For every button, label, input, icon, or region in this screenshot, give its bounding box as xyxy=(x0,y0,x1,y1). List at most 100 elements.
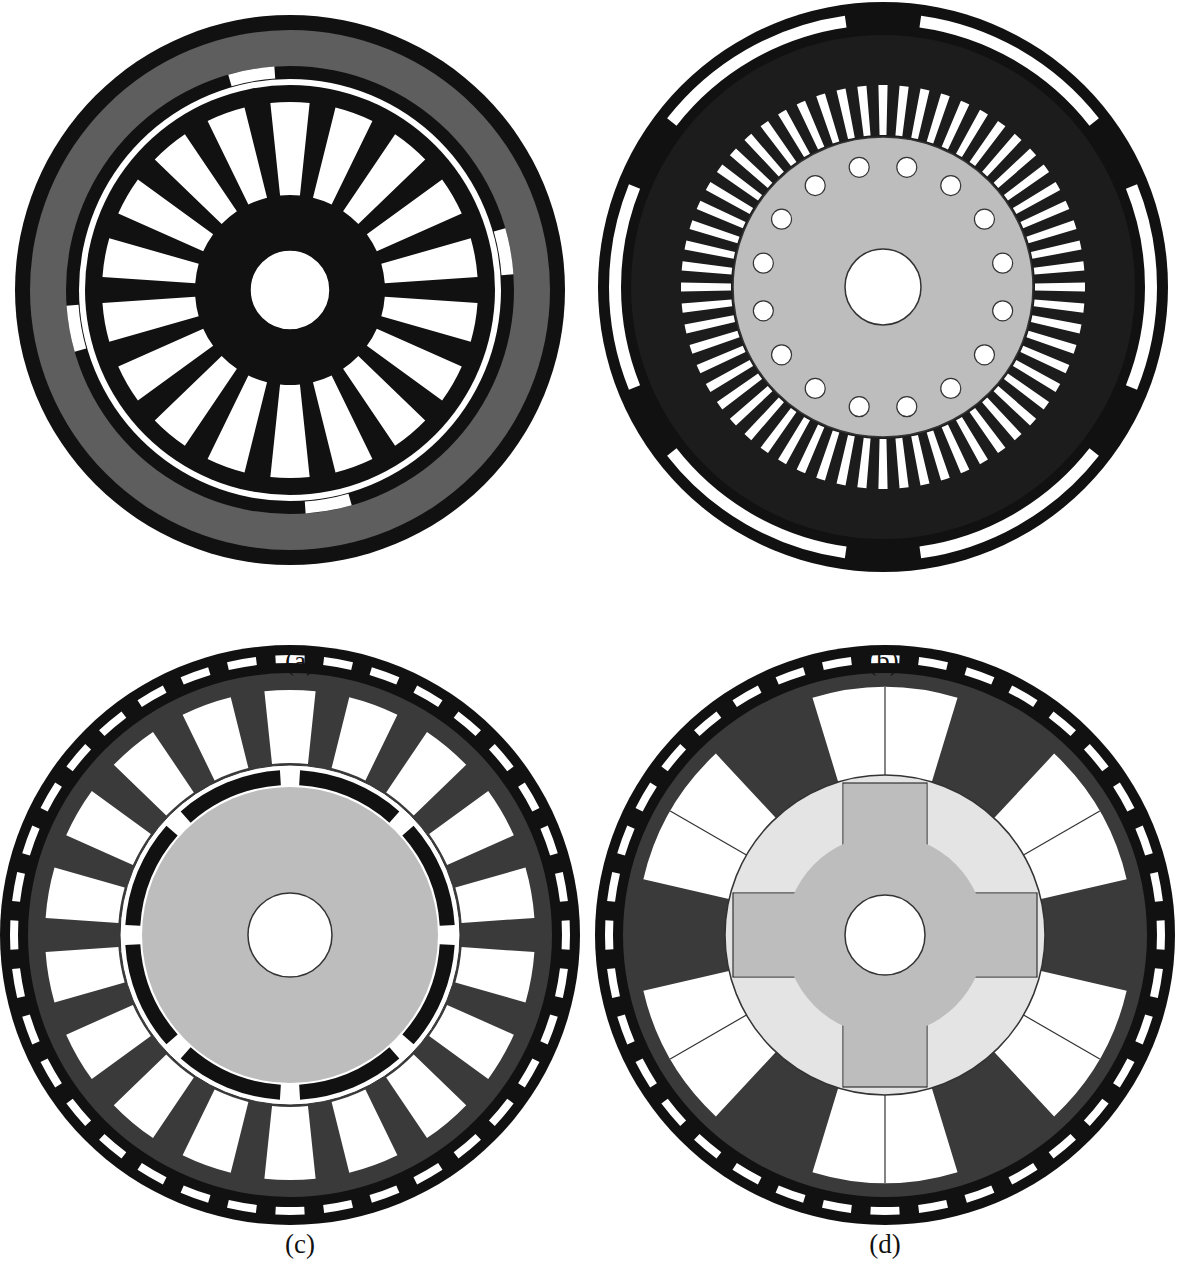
rotor-bar xyxy=(849,157,869,177)
stator-slot xyxy=(114,1054,194,1138)
frame-dash xyxy=(607,872,620,902)
rotor-bar xyxy=(974,345,994,365)
stator-slot xyxy=(264,1106,315,1180)
frame-dash xyxy=(1084,1099,1109,1126)
coil-divider xyxy=(884,687,885,777)
frame-dash xyxy=(275,1207,304,1215)
rotor-pole xyxy=(843,783,927,1087)
frame-dash xyxy=(370,667,400,684)
frame-dash xyxy=(733,686,762,707)
shaft-hole xyxy=(845,895,925,975)
stator-slot xyxy=(1031,241,1082,259)
rotor-bar xyxy=(993,301,1013,321)
stator-slot xyxy=(1034,299,1085,312)
rotor-slot xyxy=(381,238,477,283)
frame-dash xyxy=(323,1200,353,1213)
stator-core xyxy=(631,35,1135,539)
frame-dash xyxy=(1150,968,1163,998)
rotor-bar xyxy=(805,378,825,398)
frame-dash xyxy=(918,657,948,670)
frame-dash xyxy=(776,1185,806,1202)
figure-label: (d) xyxy=(869,1228,900,1260)
outer-yoke xyxy=(30,30,550,550)
rotor-bar xyxy=(753,301,773,321)
stator-slot xyxy=(46,947,125,1003)
frame-dash xyxy=(454,711,481,736)
stator-slot xyxy=(264,690,315,764)
figure-label: (a) xyxy=(285,645,315,677)
frame-dash xyxy=(540,826,557,856)
rotor-bar xyxy=(849,397,869,417)
frame-dash xyxy=(22,826,39,856)
frame-dash xyxy=(562,920,570,949)
stator-core xyxy=(623,673,1147,1197)
stator-slot xyxy=(895,86,908,137)
rotor-bar xyxy=(805,176,825,196)
frame-dash xyxy=(617,826,634,856)
stator-slot xyxy=(386,732,466,816)
frame-dash xyxy=(99,1134,126,1159)
rotor-core xyxy=(733,137,1033,437)
air-gap xyxy=(79,79,501,501)
stator-slot xyxy=(1034,261,1085,274)
stator-slot xyxy=(1035,282,1085,291)
stator-slot xyxy=(1020,346,1069,374)
frame-dash xyxy=(518,1058,539,1087)
frame-dash xyxy=(822,657,852,670)
stator-slot xyxy=(942,101,970,150)
frame-dash xyxy=(1084,744,1109,771)
stator-slot xyxy=(685,315,736,333)
stator-slot xyxy=(812,1086,957,1183)
frame-dash xyxy=(605,920,613,949)
frame-dash xyxy=(138,1163,167,1184)
stator-slot xyxy=(455,947,534,1003)
rotor-bar xyxy=(993,253,1013,273)
rotor-bar xyxy=(941,176,961,196)
rotor-slot xyxy=(367,329,462,401)
stator-slot xyxy=(455,867,534,923)
stator-slot xyxy=(429,1005,514,1079)
rotor-slot xyxy=(118,180,213,252)
frame-dash xyxy=(1135,1015,1152,1045)
figure-label: (c) xyxy=(285,1228,315,1260)
frame-dash xyxy=(12,872,25,902)
rotor-bar xyxy=(753,253,773,273)
frame-dash xyxy=(227,1200,257,1213)
stator-slot xyxy=(46,867,125,923)
stator-slot xyxy=(797,424,825,473)
frame-dash xyxy=(10,920,18,949)
rotor-core xyxy=(142,787,438,1083)
stator-slot xyxy=(682,261,733,274)
rotor-pole xyxy=(733,893,1037,977)
rotor-bar xyxy=(897,157,917,177)
frame-dash xyxy=(227,657,257,670)
rotor-slot xyxy=(313,108,372,205)
stator-slot xyxy=(895,438,908,489)
frame-dash xyxy=(636,1058,657,1087)
rotor-pole-fill xyxy=(844,784,927,1086)
stator-slot xyxy=(332,697,398,780)
frame-dash xyxy=(1049,1134,1076,1159)
frame-dash xyxy=(1049,711,1076,736)
frame-dash xyxy=(607,968,620,998)
stator-slot xyxy=(911,435,929,486)
stator-slot xyxy=(114,732,194,816)
frame-dash xyxy=(181,667,211,684)
frame-dash xyxy=(965,667,995,684)
stator-slot xyxy=(857,438,870,489)
frame-dash xyxy=(636,783,657,812)
outer-frame xyxy=(0,645,580,1225)
rotor-bar xyxy=(974,209,994,229)
frame-dash xyxy=(870,1207,899,1215)
shaft-hole xyxy=(248,893,332,977)
frame-dash xyxy=(66,744,91,771)
stator-slot xyxy=(682,299,733,312)
outer-frame xyxy=(15,15,565,565)
frame-dash xyxy=(733,1163,762,1184)
frame-dash xyxy=(454,1134,481,1159)
rotor-slot xyxy=(270,384,309,478)
frame-dash xyxy=(1150,872,1163,902)
stator-slot xyxy=(429,791,514,865)
frame-dash xyxy=(540,1015,557,1045)
